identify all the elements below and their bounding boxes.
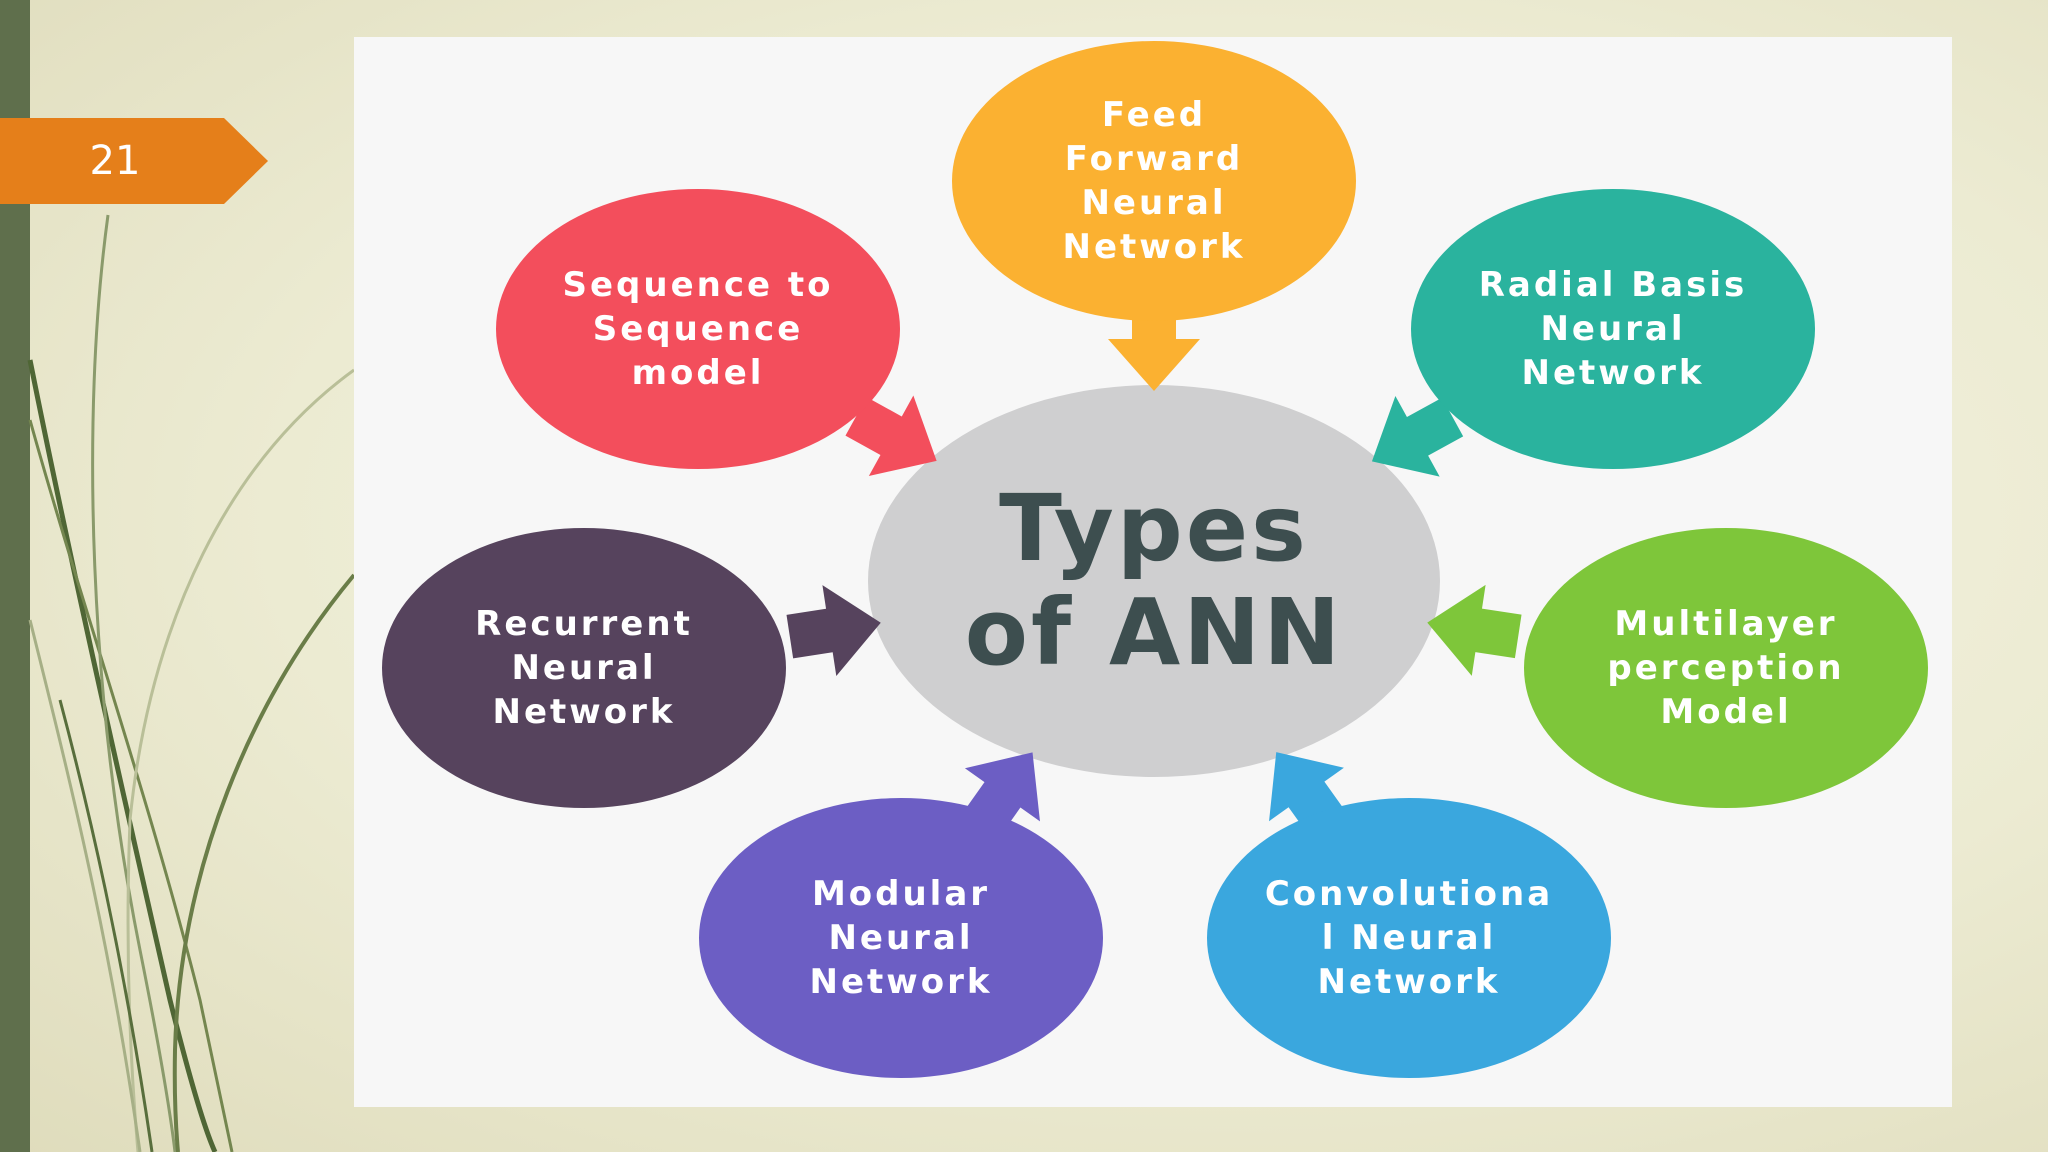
arrow-seq2seq — [845, 395, 937, 476]
node-label-multilayer: Multilayer perception Model — [1607, 604, 1845, 732]
node-circle-feed-forward — [952, 41, 1356, 321]
center-circle — [868, 385, 1440, 777]
arrow-radial-basis — [1371, 395, 1464, 477]
center-label: Types of ANN — [964, 475, 1344, 686]
node-label-convolutional: Convolutiona l Neural Network — [1264, 874, 1554, 1002]
node-circle-seq2seq — [496, 189, 900, 469]
page-tab-shape — [0, 118, 268, 204]
node-circle-radial-basis — [1411, 189, 1815, 469]
node-circle-recurrent — [382, 528, 786, 808]
node-circle-convolutional — [1207, 798, 1611, 1078]
node-label-feed-forward: Feed Forward Neural Network — [1062, 95, 1246, 267]
page-number: 21 — [89, 138, 141, 184]
node-label-radial-basis: Radial Basis Neural Network — [1478, 265, 1748, 393]
node-label-modular: Modular Neural Network — [809, 874, 993, 1002]
node-label-seq2seq: Sequence to Sequence model — [562, 265, 834, 393]
ann-types-diagram — [382, 41, 1928, 1078]
arrow-feed-forward — [1108, 299, 1200, 391]
node-label-recurrent: Recurrent Neural Network — [475, 604, 693, 732]
page-number-tab — [0, 118, 268, 204]
node-circle-modular — [699, 798, 1103, 1078]
arrow-multilayer — [1427, 584, 1522, 676]
node-circle-multilayer — [1524, 528, 1928, 808]
arrow-recurrent — [786, 585, 881, 677]
